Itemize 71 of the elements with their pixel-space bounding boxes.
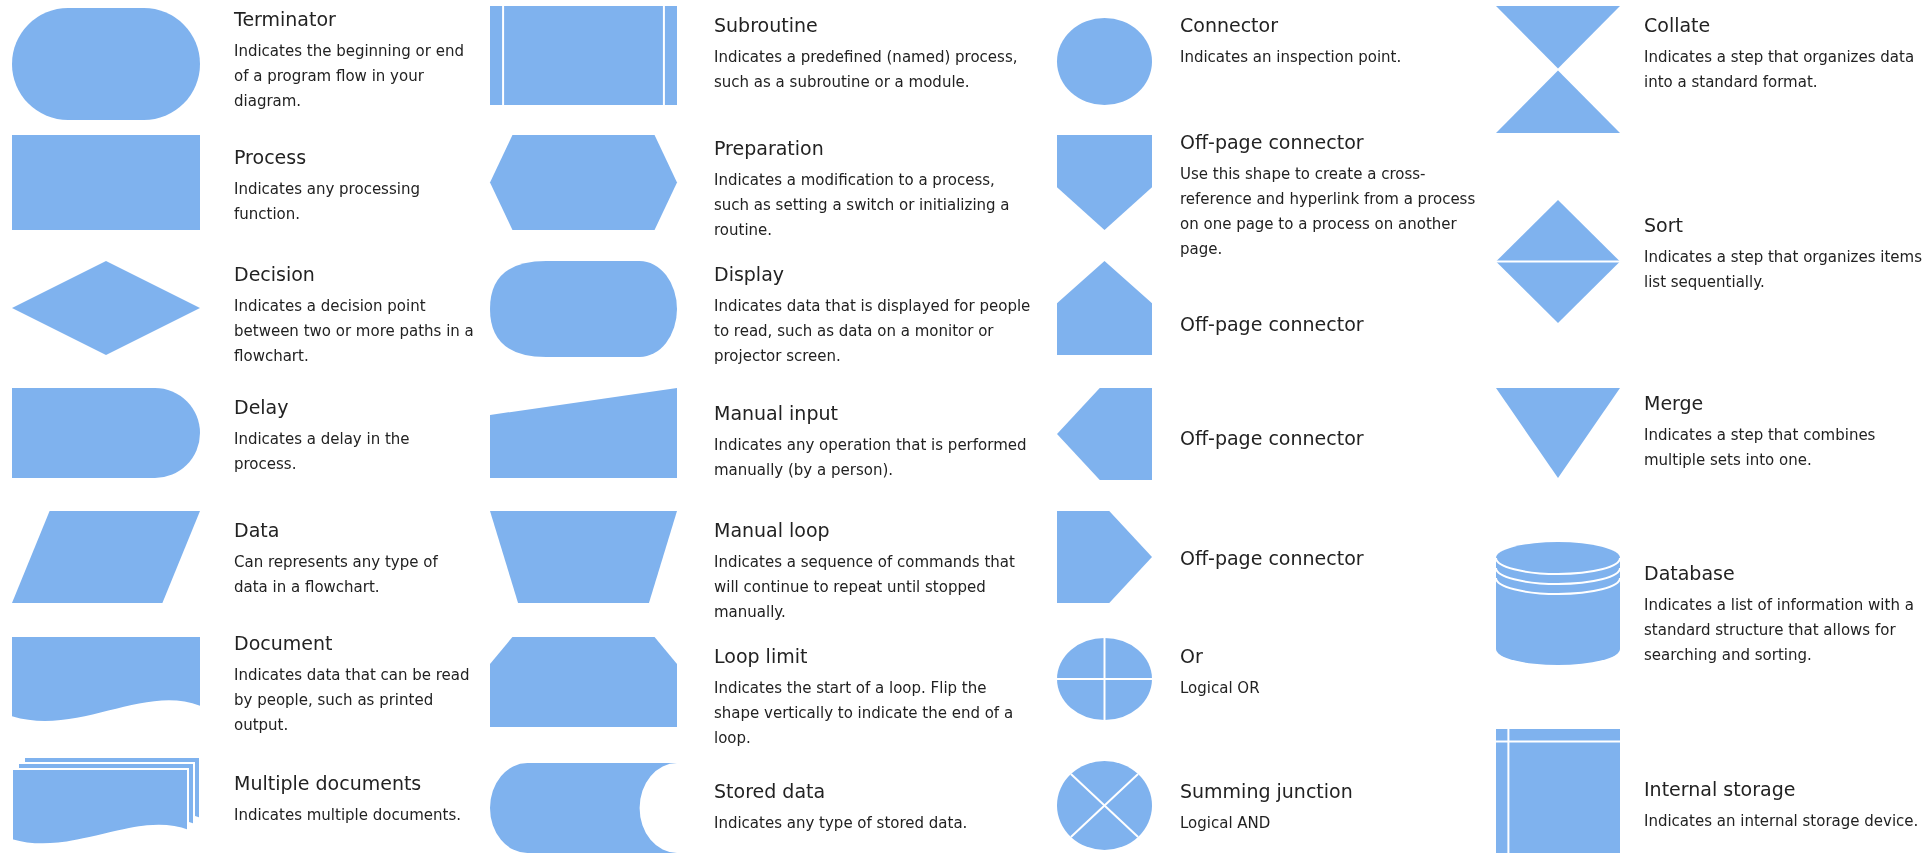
symbol-description: Indicates a step that organizes items list sequentially. xyxy=(1644,247,1923,293)
symbol-description: Indicates an internal storage device. xyxy=(1644,811,1920,832)
symbol-name: Display xyxy=(714,262,786,287)
decision-symbol xyxy=(12,261,200,355)
symbol-name: Manual loop xyxy=(714,518,831,543)
symbol-description: Indicates any processing function. xyxy=(234,179,421,225)
symbol-description: Indicates any operation that is performed manually (by a person). xyxy=(714,435,1028,481)
pentagon-down-symbol xyxy=(1057,135,1152,230)
symbol-name: Data xyxy=(234,518,281,543)
symbol-description: Indicates data that is displayed for people to read, such as data on a monitor or projector screen. xyxy=(714,296,1032,367)
symbol-name: Off-page connector xyxy=(1180,426,1365,451)
symbol-name: Multiple documents xyxy=(234,771,423,796)
symbol-description: Can represents any type of data in a flowchart. xyxy=(234,552,439,598)
symbol-description: Logical AND xyxy=(1180,813,1272,834)
symbol-description: Indicates a step that combines multiple sets into one. xyxy=(1644,425,1877,471)
cylinder-symbol xyxy=(1496,542,1620,665)
symbol-name: Off-page connector xyxy=(1180,546,1365,571)
pentagon-left-symbol xyxy=(1057,388,1152,480)
symbol-name: Delay xyxy=(234,395,290,420)
internal-storage-symbol xyxy=(1496,729,1620,853)
symbol-name: Database xyxy=(1644,561,1736,586)
symbol-description: Indicates a step that organizes data into a standard format. xyxy=(1644,47,1916,93)
symbol-name: Collate xyxy=(1644,13,1712,38)
symbol-name: Off-page connector xyxy=(1180,130,1365,155)
pentagon-right-symbol xyxy=(1057,511,1152,603)
symbol-name: Merge xyxy=(1644,391,1705,416)
symbol-name: Stored data xyxy=(714,779,827,804)
sort-symbol xyxy=(1496,200,1620,323)
delay-symbol xyxy=(12,388,200,478)
manual-input-symbol xyxy=(490,388,677,478)
process-symbol xyxy=(12,135,200,230)
symbol-name: Off-page connector xyxy=(1180,312,1365,337)
symbol-name: Subroutine xyxy=(714,13,819,38)
symbol-name: Terminator xyxy=(234,7,337,32)
symbol-name: Process xyxy=(234,145,308,170)
merge-symbol xyxy=(1496,388,1620,478)
display-symbol xyxy=(490,261,677,357)
manual-loop-symbol xyxy=(490,511,677,603)
or-symbol xyxy=(1057,638,1152,720)
symbol-name: Preparation xyxy=(714,136,825,161)
symbol-description: Indicates a predefined (named) process, such as a subroutine or a module. xyxy=(714,47,1019,93)
symbol-name: Manual input xyxy=(714,401,839,426)
symbol-description: Indicates the start of a loop. Flip the shape vertically to indicate the end of a loop. xyxy=(714,678,1015,749)
circle-symbol xyxy=(1057,18,1152,105)
symbol-name: Connector xyxy=(1180,13,1279,38)
symbol-description: Indicates any type of stored data. xyxy=(714,813,969,834)
preparation-symbol xyxy=(490,135,677,230)
pentagon-up-symbol xyxy=(1057,261,1152,355)
symbol-description: Indicates a list of information with a standard structure that allows for searching and sorting. xyxy=(1644,595,1915,666)
loop-limit-symbol xyxy=(490,637,677,727)
symbol-description: Logical OR xyxy=(1180,678,1261,699)
symbol-name: Loop limit xyxy=(714,644,809,669)
symbol-description: Indicates data that can be read by people, such as printed output. xyxy=(234,665,471,736)
subroutine-symbol xyxy=(490,6,677,105)
symbol-name: Internal storage xyxy=(1644,777,1797,802)
symbol-description: Indicates the beginning or end of a program flow in your diagram. xyxy=(234,41,465,112)
data-symbol xyxy=(12,511,200,603)
symbol-description: Use this shape to create a cross-reference and hyperlink from a process on one page to a process on another page. xyxy=(1180,164,1477,260)
symbol-description: Indicates a delay in the process. xyxy=(234,429,411,475)
symbol-name: Decision xyxy=(234,262,316,287)
symbol-description: Indicates multiple documents. xyxy=(234,805,463,826)
symbol-description: Indicates a sequence of commands that will continue to repeat until stopped manually. xyxy=(714,552,1016,623)
symbol-name: Sort xyxy=(1644,213,1684,238)
symbol-description: Indicates a modification to a process, such as setting a switch or initializing a routine. xyxy=(714,170,1011,241)
symbol-name: Summing junction xyxy=(1180,779,1354,804)
symbol-name: Or xyxy=(1180,644,1204,669)
symbol-description: Indicates a decision point between two or more paths in a flowchart. xyxy=(234,296,474,367)
symbol-name: Document xyxy=(234,631,334,656)
summing-junction-symbol xyxy=(1057,761,1152,850)
symbol-description: Indicates an inspection point. xyxy=(1180,47,1403,68)
collate-symbol xyxy=(1496,6,1620,133)
